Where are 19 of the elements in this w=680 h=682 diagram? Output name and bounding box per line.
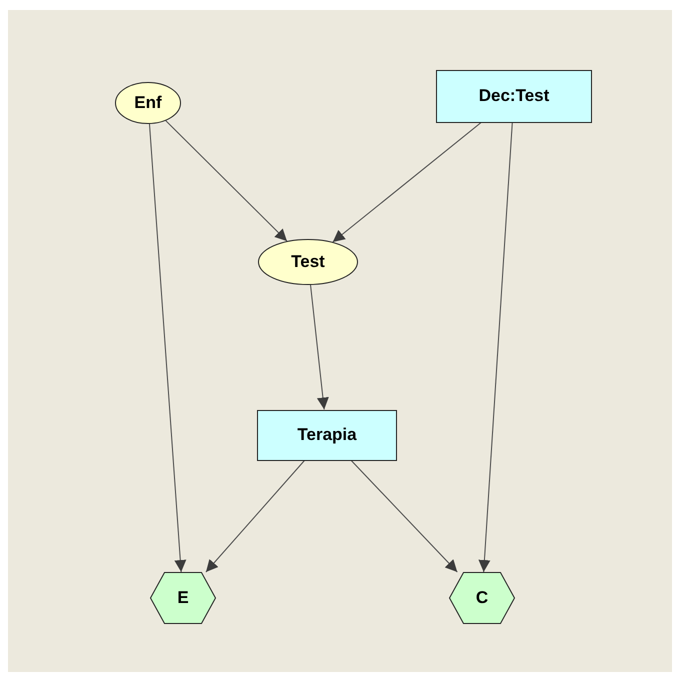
arrow [310, 284, 329, 410]
arrow [205, 460, 305, 572]
arrow [332, 122, 482, 243]
arrow [350, 460, 458, 572]
decision-box [257, 410, 397, 460]
node-label: Terapia [297, 425, 357, 445]
utility-hexagon [449, 572, 515, 624]
arrow [148, 123, 186, 572]
chance-node-ellipse [115, 82, 181, 124]
utility-hexagon [150, 572, 216, 624]
node-label: Dec:Test [478, 86, 550, 106]
arrow [478, 122, 513, 572]
node-label: C [476, 588, 488, 608]
node-label: Enf [134, 93, 162, 113]
decision-box [436, 70, 592, 122]
node-label: Test [291, 252, 325, 272]
chance-node-ellipse [258, 239, 358, 285]
node-label: E [177, 588, 189, 608]
arrow [165, 120, 288, 242]
